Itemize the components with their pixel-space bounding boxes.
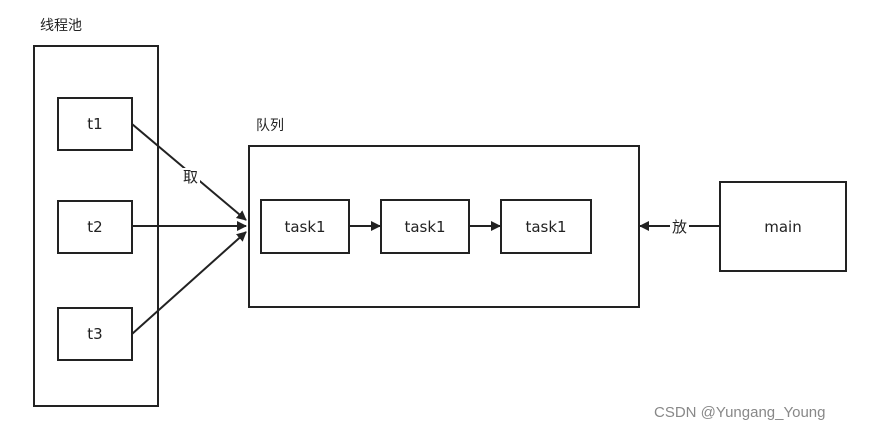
csdn-watermark: CSDN @Yungang_Young — [654, 404, 826, 421]
take-edge-label: 取 — [181, 168, 201, 186]
main-producer-label: main — [764, 217, 802, 236]
thread-pool-container — [33, 45, 159, 407]
put-edge-label: 放 — [670, 218, 690, 236]
task-box-1: task1 — [260, 199, 350, 254]
thread-box-t3: t3 — [57, 307, 133, 361]
thread-box-t2: t2 — [57, 200, 133, 254]
main-producer-box: main — [719, 181, 847, 272]
thread-box-t1: t1 — [57, 97, 133, 151]
thread-label-t3: t3 — [87, 325, 103, 343]
task-box-3: task1 — [500, 199, 592, 254]
edge-t3-to-queue — [131, 231, 247, 335]
thread-label-t2: t2 — [87, 218, 103, 236]
thread-pool-title: 线程池 — [40, 18, 82, 34]
task-label-2: task1 — [404, 217, 446, 236]
task-label-3: task1 — [525, 217, 567, 236]
task-box-2: task1 — [380, 199, 470, 254]
queue-title: 队列 — [256, 118, 284, 134]
thread-label-t1: t1 — [87, 115, 103, 133]
task-label-1: task1 — [284, 217, 326, 236]
queue-container — [248, 145, 640, 308]
